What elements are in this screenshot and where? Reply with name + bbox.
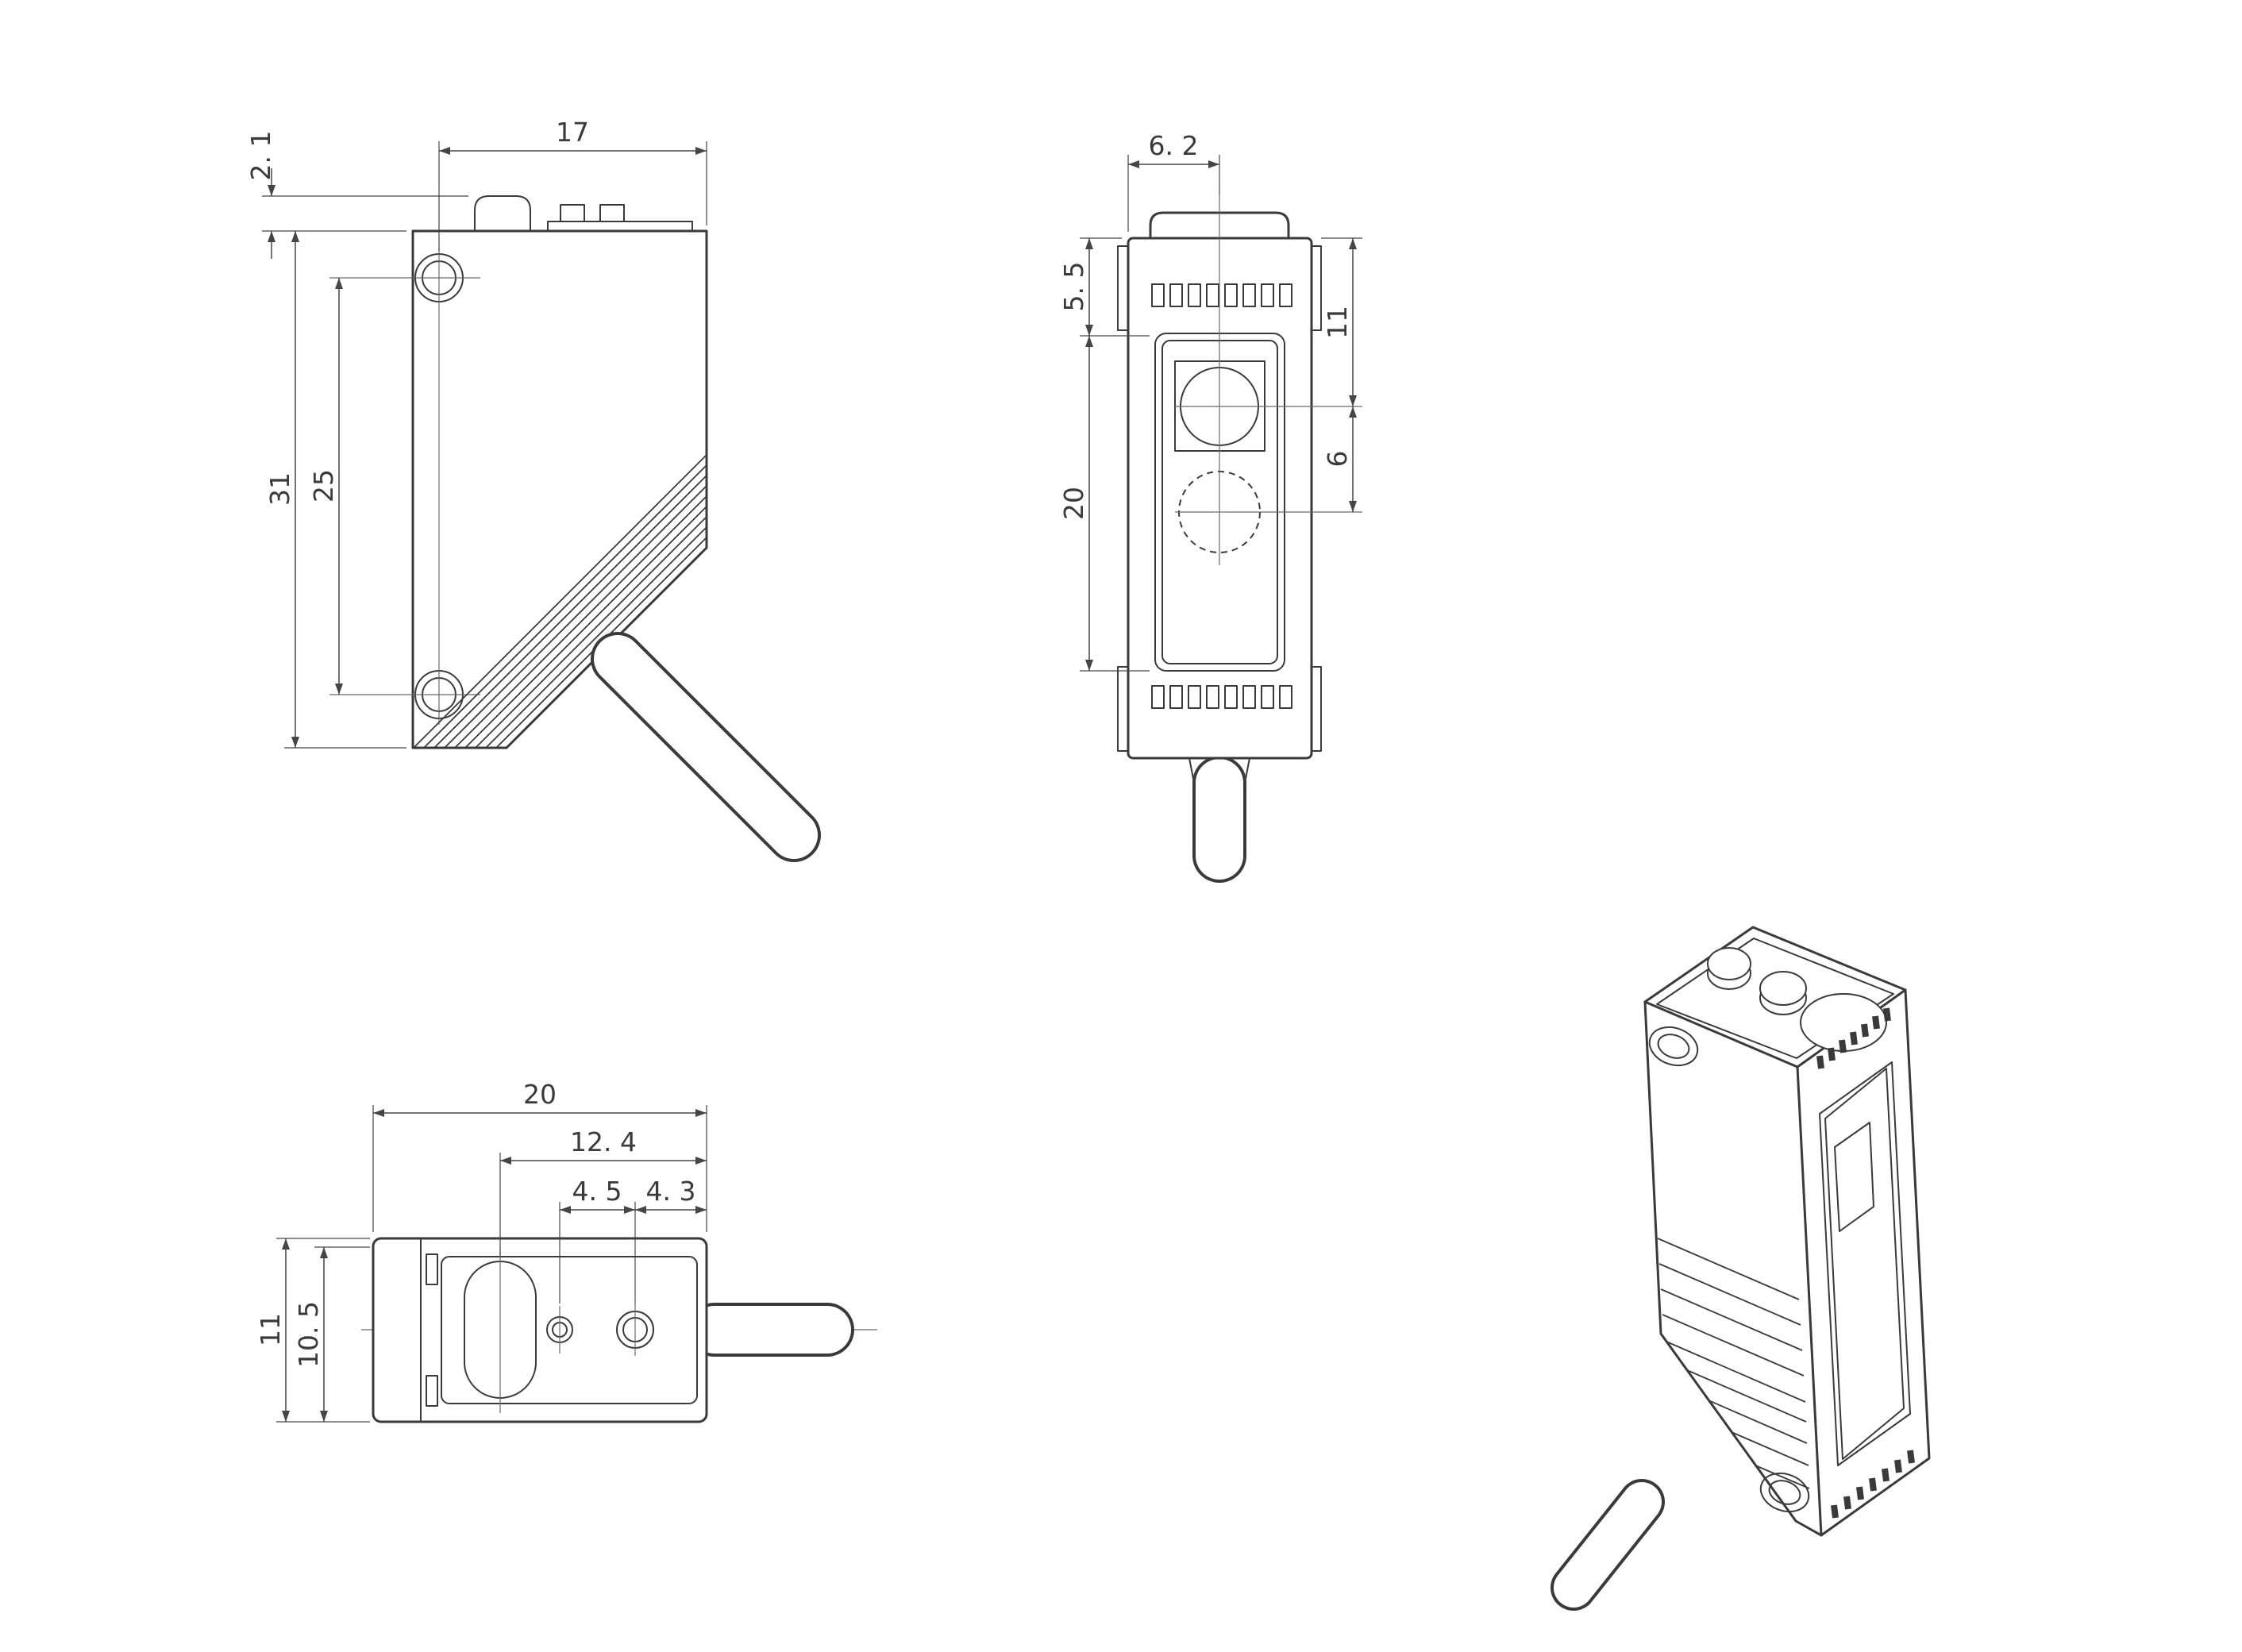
front-dim-center-offset: 6. 2 — [1149, 130, 1199, 161]
hole-centerlines — [329, 248, 480, 725]
bottom-dimensions: 20 12. 4 4. 5 4. 3 11 10. 5 — [255, 1079, 707, 1423]
bottom-dim-overall-width: 11 — [255, 1313, 286, 1346]
iso-mounting-hole-top — [1648, 1026, 1699, 1067]
bottom-body-outline — [372, 1237, 708, 1423]
bottom-dim-body-width: 10. 5 — [293, 1301, 324, 1368]
isometric-view — [1551, 926, 1931, 1611]
iso-vent-row-bottom — [1831, 1450, 1915, 1519]
top-button-2 — [599, 204, 625, 222]
top-button-1 — [560, 204, 585, 222]
front-dim-window-height: 20 — [1058, 487, 1089, 520]
side-dim-hole-pitch: 25 — [308, 469, 339, 503]
bottom-dim-hole-to-rear: 4. 3 — [646, 1176, 696, 1207]
top-ridge — [547, 221, 693, 231]
cable-neck — [1188, 757, 1250, 784]
iso-mounting-hole-bottom — [1759, 1472, 1810, 1513]
front-dim-lens-center: 11 — [1322, 306, 1353, 339]
cable-side — [591, 632, 821, 862]
front-dimensions: 6. 2 5. 5 20 11 6 — [1058, 130, 1362, 672]
bottom-view: 20 12. 4 4. 5 4. 3 11 10. 5 — [255, 1079, 877, 1423]
side-dimensions: 17 2. 1 31 25 — [245, 117, 707, 749]
top-buttons — [474, 195, 693, 231]
side-dim-overall-height: 31 — [264, 472, 295, 506]
front-centerlines — [1175, 195, 1362, 565]
iso-front-panel — [1819, 1061, 1911, 1466]
cap-slot-bottom — [426, 1375, 438, 1407]
button-dome — [474, 195, 531, 231]
bottom-inner-face — [441, 1256, 698, 1404]
side-dim-top-width: 17 — [556, 117, 589, 148]
bottom-dim-hole-spacing: 4. 5 — [572, 1176, 622, 1207]
bottom-hole-1 — [546, 1306, 573, 1354]
bottom-dim-overall-depth: 20 — [523, 1079, 557, 1110]
front-view: 6. 2 5. 5 20 11 6 — [1058, 130, 1362, 883]
cable-iso — [1551, 1479, 1665, 1611]
side-view: 17 2. 1 31 25 — [245, 117, 821, 862]
front-dim-lens-spacing: 6 — [1322, 451, 1353, 468]
cap-slot-top — [426, 1253, 438, 1285]
grip-hatch-lines — [413, 454, 707, 749]
side-dim-button-height: 2. 1 — [245, 131, 276, 181]
bottom-hole-2 — [616, 1304, 654, 1356]
iso-grip-hatch — [1657, 1238, 1810, 1489]
bottom-dim-lens-to-rear: 12. 4 — [570, 1126, 637, 1157]
front-dim-top-to-window: 5. 5 — [1058, 262, 1089, 312]
vent-row-bottom — [1151, 685, 1292, 709]
vent-row-top — [1151, 283, 1292, 307]
iso-display — [1834, 1122, 1874, 1232]
iso-vent-row-top — [1816, 1007, 1891, 1069]
iso-front-edge — [1796, 1065, 1823, 1537]
